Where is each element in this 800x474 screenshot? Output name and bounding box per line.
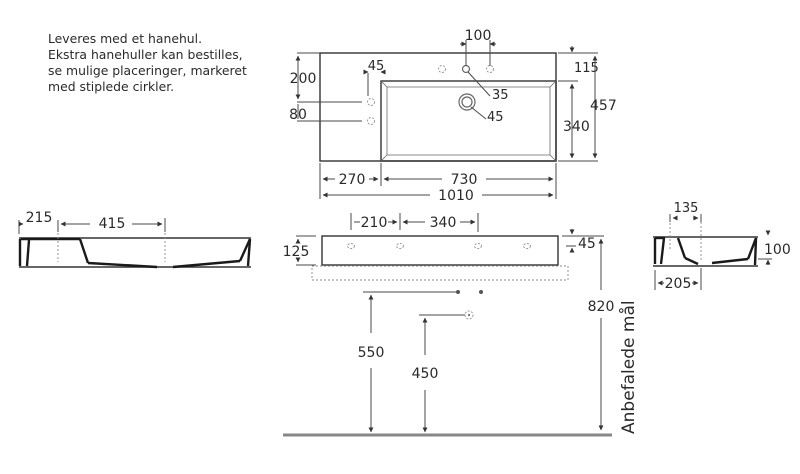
dim-bowl-depth: 340 [563,119,590,135]
front-outline [321,235,559,266]
optional-side-hole-icon [367,98,375,106]
dim-mounting-height: 820 [588,299,615,315]
recommended-dimensions-label: Anbefalede mål [618,300,639,434]
drain-icon [458,93,476,111]
dim-deck-width: 270 [339,172,366,188]
dim-waste-height-2: 450 [412,366,439,382]
optional-tap-hole-icon [486,65,494,73]
note-line: Leveres med et hanehul. [48,31,203,46]
dim-tap-hole-diameter: 35 [492,88,509,103]
dim-tap-spacing: 100 [465,28,492,44]
optional-tap-hole-icon [438,65,446,73]
dim-total-depth: 457 [590,98,617,114]
dim-left-bowl-center: 415 [99,216,126,232]
optional-waste-outlet-icon [464,310,474,320]
note-line: se mulige placeringer, markeret [48,63,247,78]
dim-bowl-width: 730 [451,172,478,188]
dim-right-offset: 135 [674,201,699,216]
front-view: 210 340 125 45 820 Anbefalede mål 550 45… [283,213,639,437]
dim-hole-spacing-2: 340 [430,215,457,231]
tap-hole-icon [461,64,471,74]
dim-front-height: 125 [283,244,310,260]
note-line: med stiplede cirkler. [48,79,175,94]
basin-outline [319,52,557,162]
dim-left-offset: 215 [26,210,53,226]
dim-drain-diameter: 45 [487,110,504,125]
dim-side-hole-spacing: 80 [289,107,307,123]
waste-outlet-icon [479,290,483,294]
dim-total-width: 1010 [438,188,474,204]
dim-right-depth: 100 [764,242,791,258]
dim-side-hole-height: 200 [290,71,317,87]
dim-right-width: 205 [665,276,692,292]
waste-outlet-icon [456,290,460,294]
dim-hole-spacing-1: 210 [361,215,388,231]
optional-side-hole-icon [367,117,375,125]
top-view: 100 45 200 80 35 45 115 340 457 [289,28,617,204]
dim-side-hole-offset: 45 [368,59,385,74]
note-line: Ekstra hanehuller kan bestilles, [48,47,243,62]
description-note: Leveres med et hanehul. Ekstra hanehulle… [48,31,247,95]
countertop-outline [311,265,569,281]
left-section-view: 215 415 [18,210,252,269]
bowl-outer [380,80,557,162]
right-section-view: 135 100 205 [653,201,791,292]
dim-waste-height-1: 550 [358,345,385,361]
dim-hole-height: 45 [578,236,596,252]
